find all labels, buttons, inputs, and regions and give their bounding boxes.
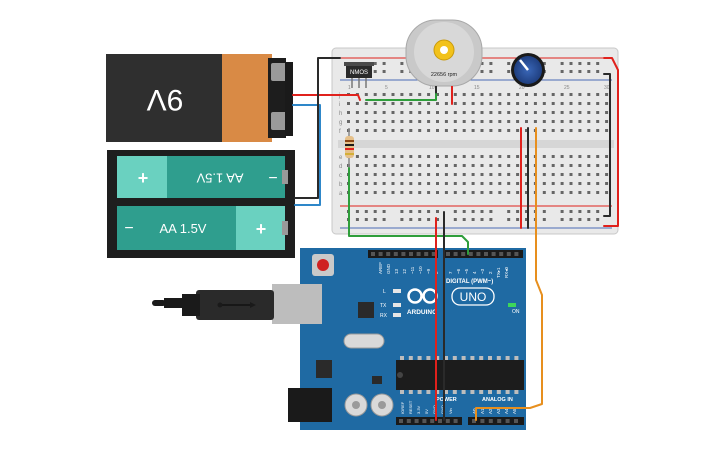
motor-rpm-label: 22656 rpm bbox=[431, 72, 458, 78]
analog-pin-labels: A0 A1 A2 A3 A4 A5 bbox=[472, 408, 517, 414]
pin-label-reset: RESET bbox=[408, 400, 413, 414]
battery-9v[interactable]: 9V bbox=[106, 54, 293, 142]
wire-red-9v-positive bbox=[292, 94, 361, 101]
pin-label-vin: Vin bbox=[448, 408, 453, 414]
pin-label-4: 4 bbox=[472, 271, 477, 274]
battery-aa-top-minus: − bbox=[268, 170, 277, 187]
pin-label-3v3: 3.3V bbox=[416, 405, 421, 414]
pin-label-3: ~3 bbox=[480, 268, 485, 274]
header-digital-right bbox=[443, 250, 523, 258]
pin-label-12: 12 bbox=[402, 268, 407, 274]
analog-header-label: ANALOG IN bbox=[482, 397, 513, 403]
row-letter-a: a bbox=[339, 191, 343, 197]
pin-label-13: 13 bbox=[394, 268, 399, 274]
wires bbox=[292, 57, 619, 421]
arduino-model-label: UNO bbox=[460, 290, 487, 304]
col-number-10: 10 bbox=[429, 85, 435, 91]
pin-label-aref: AREF bbox=[378, 262, 383, 274]
pin-label-1: TX▸1 bbox=[496, 267, 501, 278]
col-number-25: 25 bbox=[564, 85, 570, 91]
battery-aa-top-plus: + bbox=[138, 168, 149, 188]
nmos-label: NMOS bbox=[350, 70, 368, 76]
atmega-chip bbox=[396, 360, 524, 390]
battery-9v-label: 9V bbox=[147, 83, 184, 116]
pin-label-10: ~10 bbox=[418, 266, 423, 274]
battery-aa-bottom-plus: + bbox=[256, 219, 267, 239]
row-letter-b: b bbox=[339, 182, 343, 188]
pin-label-5: ~5 bbox=[464, 268, 469, 274]
wire-orange-a0 bbox=[475, 127, 543, 421]
digital-header-label: DIGITAL (PWM~) bbox=[446, 279, 493, 285]
pin-label-a0: A0 bbox=[472, 408, 477, 414]
chip-pins bbox=[400, 356, 519, 394]
led-l-label: L bbox=[383, 289, 386, 295]
col-number-30: 30 bbox=[604, 85, 610, 91]
header-analog bbox=[468, 417, 524, 425]
pin-label-a1: A1 bbox=[480, 408, 485, 414]
pin-label-gnd-2: GND bbox=[440, 405, 445, 414]
row-letter-h: h bbox=[339, 111, 342, 117]
header-power bbox=[396, 417, 462, 425]
usb-cable[interactable] bbox=[152, 290, 274, 320]
wire-blue-9v-negative bbox=[292, 104, 321, 206]
battery-aa-top-label: AA 1.5V bbox=[196, 171, 243, 186]
breadboard: j i h g f e d c b a 1 5 10 15 20 25 30 bbox=[331, 47, 619, 235]
dc-motor[interactable]: 22656 rpm bbox=[405, 19, 483, 94]
resistor[interactable] bbox=[345, 128, 354, 168]
power-pin-labels: IOREF RESET 3.3V 5V GND GND Vin bbox=[400, 400, 453, 414]
pin-label-a2: A2 bbox=[488, 408, 493, 414]
led-rx-label: RX bbox=[380, 313, 388, 319]
row-letter-d: d bbox=[339, 164, 342, 170]
pin-label-2: 2 bbox=[488, 271, 493, 274]
wire-red-right-rail bbox=[603, 57, 619, 227]
battery-aa-bottom-minus: − bbox=[124, 220, 133, 237]
pin-label-a4: A4 bbox=[504, 408, 509, 414]
potentiometer-knob-indicator bbox=[519, 59, 529, 71]
potentiometer[interactable] bbox=[511, 53, 545, 87]
battery-aa-bottom-label: AA 1.5V bbox=[160, 221, 207, 236]
pin-label-7: 7 bbox=[448, 271, 453, 274]
pin-label-6: ~6 bbox=[456, 268, 461, 274]
row-letter-g: g bbox=[339, 120, 342, 126]
col-number-5: 5 bbox=[385, 85, 388, 91]
arduino-uno[interactable]: L TX RX ON ARDUINO UNO AREF GND 13 12 ~1… bbox=[272, 248, 526, 430]
wire-green-nmos bbox=[365, 93, 437, 101]
pin-label-ioref: IOREF bbox=[400, 401, 405, 414]
row-letter-i: i bbox=[339, 102, 340, 108]
wire-black-right-rail bbox=[603, 73, 611, 217]
row-letter-c: c bbox=[339, 173, 342, 179]
wire-green-d7 bbox=[348, 167, 469, 255]
battery-9v-terminal-negative[interactable] bbox=[271, 112, 287, 130]
pin-label-gnd-top: GND bbox=[386, 263, 391, 274]
pin-label-a5: A5 bbox=[512, 408, 517, 414]
row-letter-f: f bbox=[339, 129, 341, 135]
nmos-transistor[interactable]: NMOS bbox=[344, 62, 374, 88]
arduino-logo: ARDUINO UNO bbox=[407, 287, 495, 316]
pin-label-9: ~9 bbox=[426, 268, 431, 274]
power-header-label: POWER bbox=[436, 397, 457, 403]
power-jack bbox=[288, 388, 332, 422]
col-number-15: 15 bbox=[474, 85, 480, 91]
battery-aa-bottom: − AA 1.5V + bbox=[117, 206, 288, 250]
arduino-brand-label: ARDUINO bbox=[407, 309, 437, 316]
pin-label-a3: A3 bbox=[496, 408, 501, 414]
led-tx-label: TX bbox=[380, 303, 387, 309]
pin-label-0: RX◂0 bbox=[504, 266, 509, 278]
col-number-20: 20 bbox=[519, 85, 525, 91]
wire-black-pack bbox=[294, 57, 341, 199]
battery-aa-top: + − AA 1.5V bbox=[117, 156, 288, 198]
battery-pack-aa[interactable]: + − AA 1.5V − AA 1.5V + bbox=[107, 150, 295, 258]
pin-label-11: ~11 bbox=[410, 266, 415, 274]
breadboard-col-numbers: 1 5 10 15 20 25 30 bbox=[348, 85, 610, 91]
battery-9v-terminal-positive[interactable] bbox=[271, 63, 287, 81]
led-on-label: ON bbox=[512, 309, 520, 315]
row-letter-e: e bbox=[339, 155, 343, 161]
header-pins bbox=[371, 252, 519, 423]
usb-port bbox=[272, 284, 322, 324]
pin-label-5v: 5V bbox=[424, 409, 429, 414]
pin-label-gnd-1: GND bbox=[432, 405, 437, 414]
col-number-1: 1 bbox=[348, 85, 351, 91]
usb-icon bbox=[217, 302, 256, 308]
